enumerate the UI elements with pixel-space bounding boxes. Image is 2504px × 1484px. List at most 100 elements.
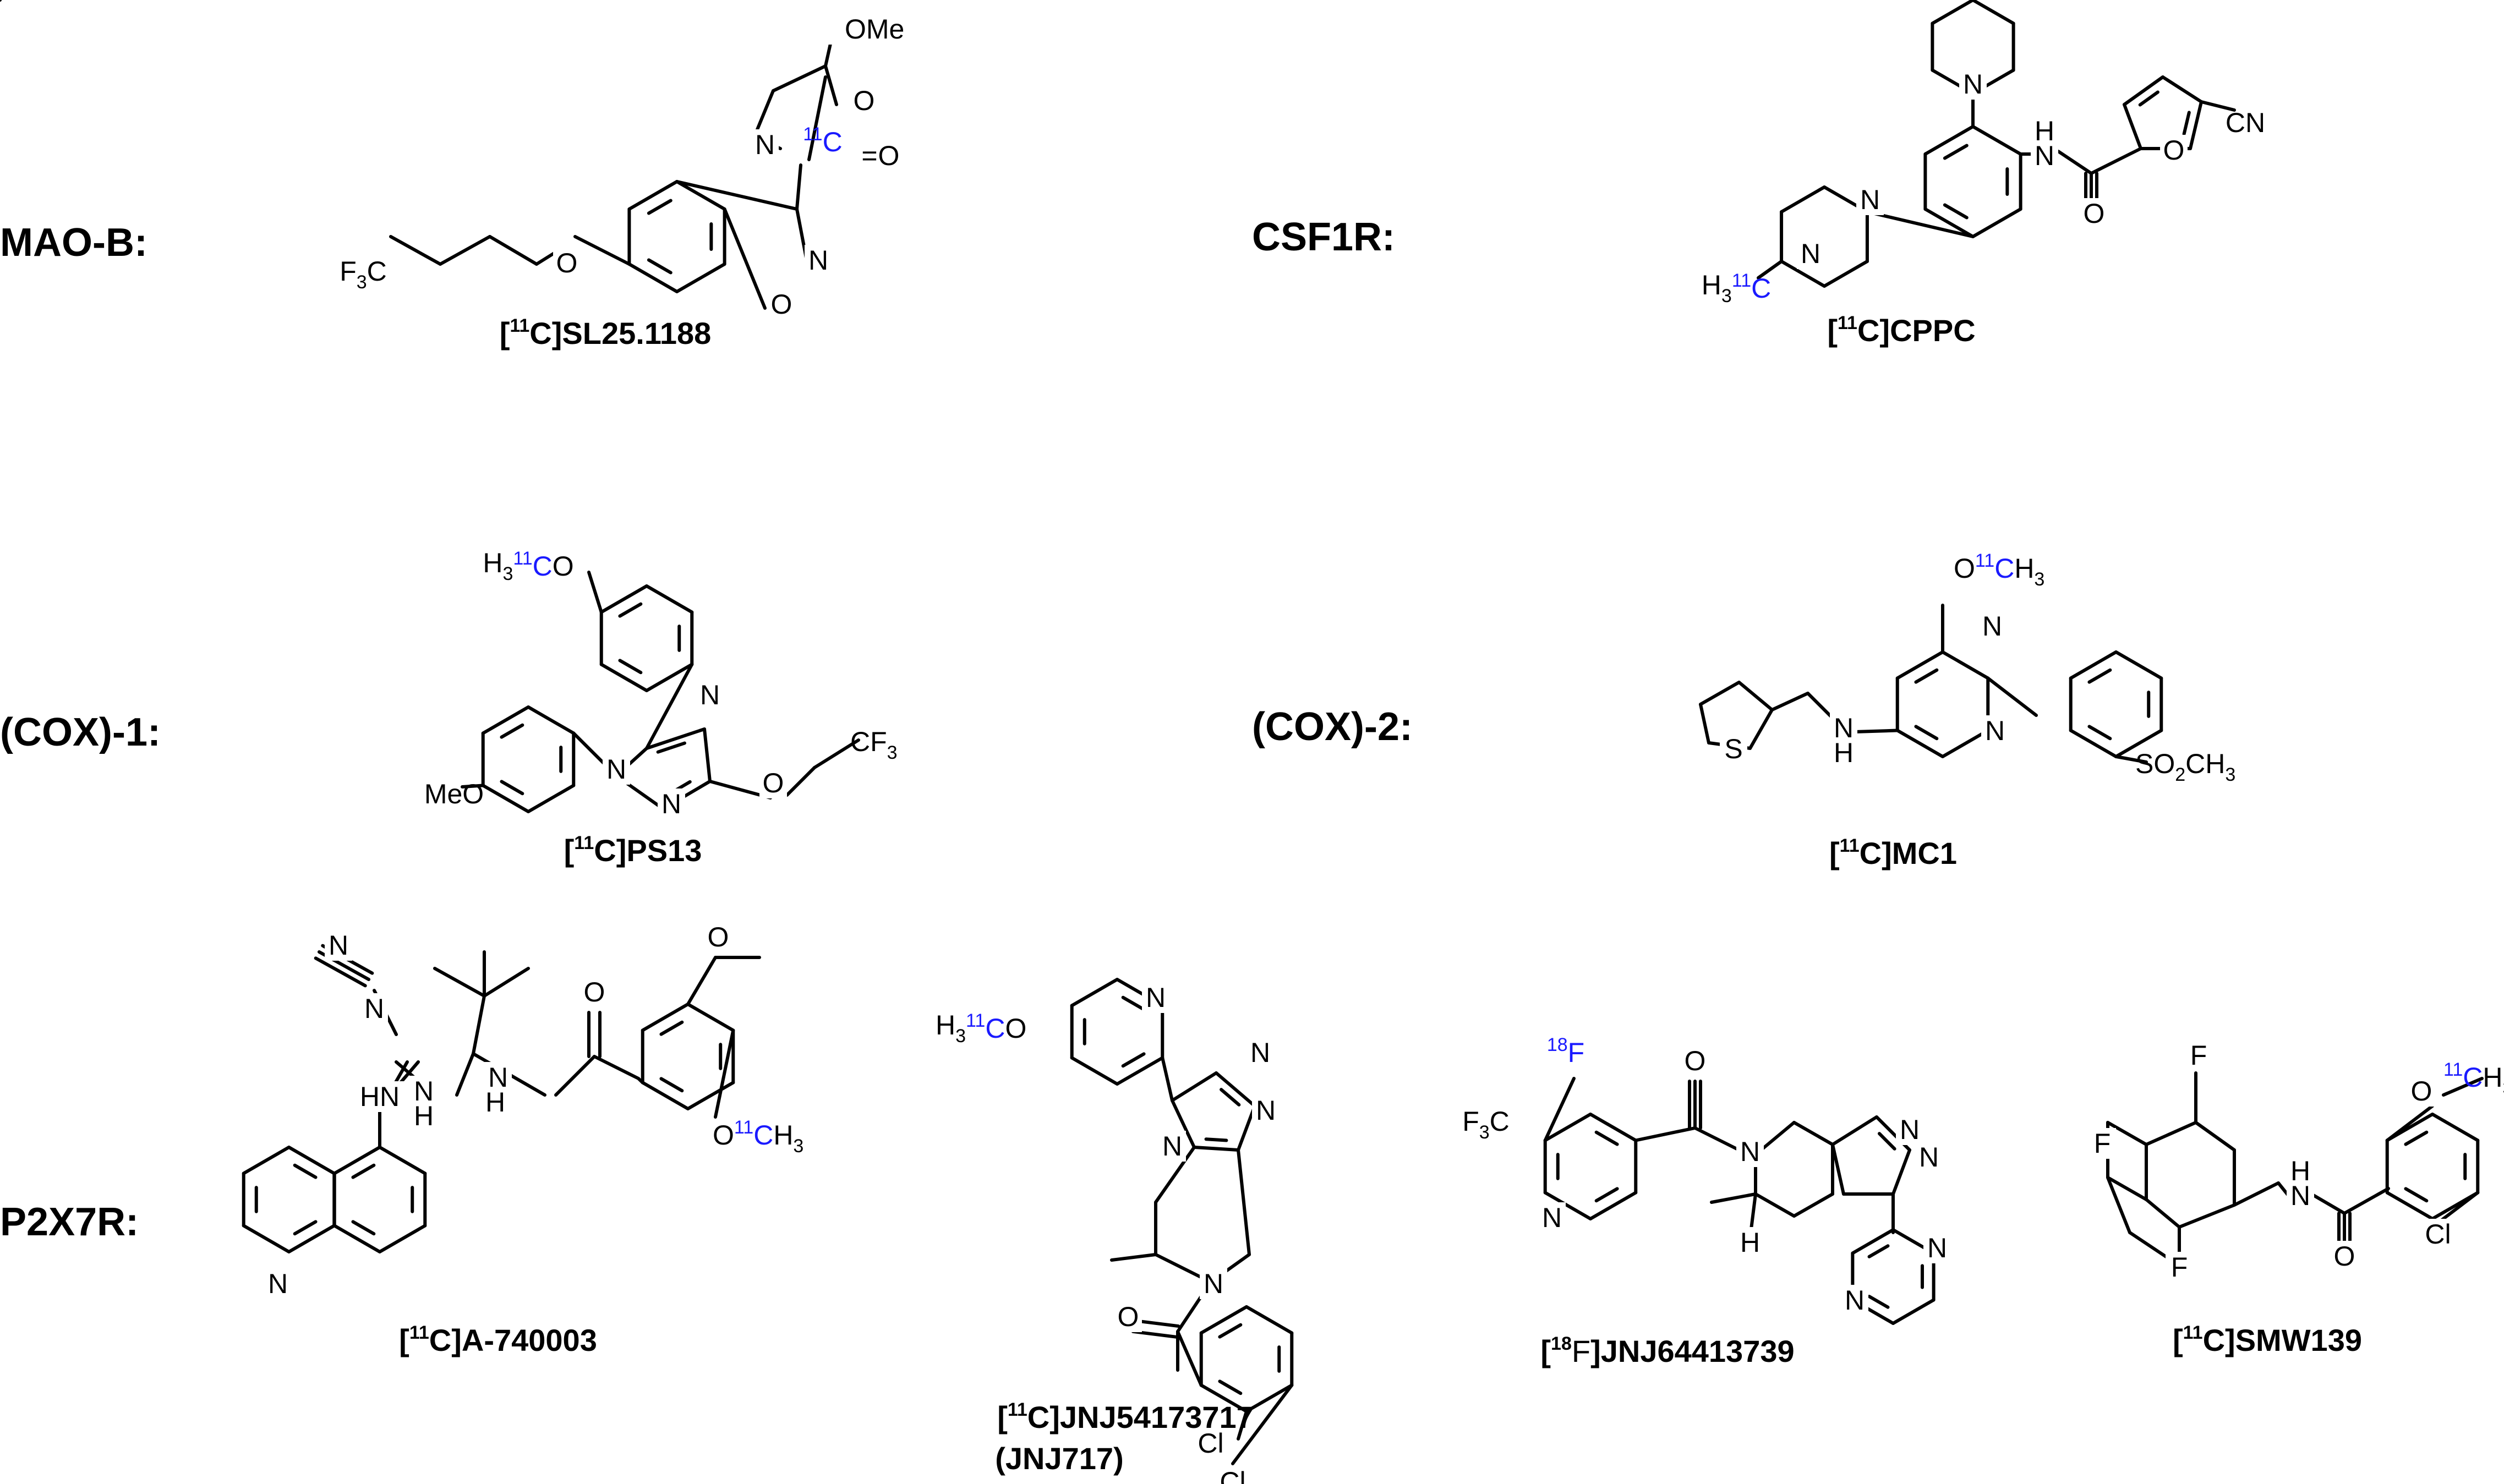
jnj717-pyridine xyxy=(1070,1056,1119,1086)
atom-n-pyrazole-2: N xyxy=(1919,1142,1939,1173)
jnj644-pyrimidine xyxy=(1891,1298,1936,1325)
ps13-aryl-bottom xyxy=(481,784,530,813)
a740-quinoline-b xyxy=(378,1224,427,1253)
atom-o-carbonyl: O xyxy=(878,140,900,171)
atom-11ch3: H311C xyxy=(1702,270,1771,306)
jnj717-triazole xyxy=(1193,1146,1240,1152)
bond xyxy=(433,967,486,998)
bond xyxy=(472,994,486,1055)
caption-sl25-el: C xyxy=(529,316,551,351)
caption-ps13-name: PS13 xyxy=(626,833,702,868)
mc1-pyrimidine xyxy=(1895,729,1944,758)
atom-nh-n: N xyxy=(1834,713,1854,743)
label-knockout xyxy=(264,1268,292,1299)
bond xyxy=(1754,1192,1796,1218)
mc1-thiophene xyxy=(1748,708,1774,750)
atom-o-ether: O xyxy=(763,768,784,798)
label-knockout xyxy=(850,85,878,116)
atom-cf3: F3C xyxy=(1462,1106,1510,1143)
mc1-thiophene xyxy=(1737,681,1774,711)
label-knockout xyxy=(1959,69,1987,100)
bond xyxy=(2106,1176,2131,1234)
bond xyxy=(1161,1056,1174,1102)
atom-n-piperazine: N xyxy=(1204,1268,1223,1299)
double-bond xyxy=(1914,725,1939,741)
mc1-aryl xyxy=(2069,729,2118,758)
jnj717-dichlorophenyl-db xyxy=(1218,1379,1243,1395)
double-bond xyxy=(2138,90,2159,107)
a740-quinoline-a xyxy=(242,1224,291,1253)
bond xyxy=(723,207,767,310)
ps13-aryl-top xyxy=(599,662,648,692)
jnj717-dichlorophenyl xyxy=(1245,1383,1294,1413)
a740-quinoline-b xyxy=(378,1146,427,1175)
bond xyxy=(795,163,802,211)
label-knockout xyxy=(1937,553,1970,584)
jnj717-dichlorophenyl xyxy=(1199,1305,1248,1335)
bond xyxy=(2145,1198,2181,1229)
jnj644-pyrimidine-db xyxy=(1867,1244,1890,1258)
atom-n-pyrazole-1: N xyxy=(1900,1114,1920,1145)
group-label-cox2: (COX)-2: xyxy=(1252,705,1413,749)
caption-sl25-name: SL25.1188 xyxy=(562,316,711,351)
label-knockout xyxy=(2419,1219,2457,1250)
atom-o-methoxy: O xyxy=(708,922,729,952)
bond xyxy=(813,738,860,769)
bond xyxy=(675,180,799,211)
atom-n-quinoline: N xyxy=(268,1268,288,1299)
label-knockout xyxy=(360,993,388,1024)
atom-cl: Cl xyxy=(2425,1219,2451,1250)
atom-n-2: N xyxy=(414,1076,434,1107)
caption-jnj644-name: JNJ64413739 xyxy=(1601,1334,1795,1368)
atom-n-pyrimidine-1: N xyxy=(1927,1233,1947,1263)
caption-mc1-el: C xyxy=(1860,836,1882,870)
bond xyxy=(2194,1121,2236,1152)
bond xyxy=(593,1055,640,1080)
atom-so2ch3: SO2CH3 xyxy=(2135,748,2235,785)
a740-quinoline-a xyxy=(242,1146,291,1175)
bond xyxy=(645,662,694,750)
atom-n-piperazine-4: N xyxy=(1801,238,1820,269)
label-knockout xyxy=(2287,1156,2314,1186)
label-knockout xyxy=(2408,1076,2435,1107)
a740-catechol xyxy=(641,1003,690,1032)
label-knockout xyxy=(2031,116,2058,146)
caption-jnj644-el: F xyxy=(1572,1334,1590,1368)
caption-mc1: [11C]MC1 xyxy=(1829,835,1957,870)
atom-11c-methoxy: H311CO xyxy=(936,1010,1026,1047)
caption-smw139-el: C xyxy=(2203,1323,2225,1357)
label-knockout xyxy=(805,245,832,276)
atom-n-triazole-2: N xyxy=(1256,1095,1276,1126)
bond xyxy=(2106,1121,2148,1146)
label-knockout xyxy=(355,1081,404,1112)
cppc-benzene-db xyxy=(1943,144,1969,160)
atom-cn: CN xyxy=(2226,107,2265,138)
a740-quinoline-a-db xyxy=(293,1220,318,1236)
a740-catechol-db xyxy=(659,1077,684,1093)
atom-nh-n: N xyxy=(2035,140,2054,171)
label-knockout xyxy=(803,14,886,45)
jnj717-dichlorophenyl xyxy=(1199,1383,1248,1413)
smw139-aryl xyxy=(2431,1113,2480,1142)
atom-n-imine: N xyxy=(364,993,384,1024)
atom-n-pyridine: N xyxy=(1542,1202,1562,1233)
caption-cppc-el: C xyxy=(1857,313,1879,348)
bond xyxy=(587,571,603,614)
label-knockout xyxy=(751,129,779,160)
label-knockout xyxy=(2160,135,2188,166)
bond-layer xyxy=(0,0,2484,1465)
atom-n-isoxazole: N xyxy=(808,245,828,276)
label-knockout xyxy=(658,788,685,819)
jnj717-pyridine-db xyxy=(1121,995,1146,1011)
atom-o-methoxy: O xyxy=(2411,1076,2432,1107)
bond xyxy=(1131,1329,1179,1339)
jnj644-pyridine xyxy=(1543,1113,1592,1142)
bond xyxy=(1986,676,2038,717)
bond xyxy=(1693,1126,1741,1152)
cppc-benzene xyxy=(1923,125,1975,156)
ps13-aryl-bottom xyxy=(527,784,576,813)
label-knockout xyxy=(768,289,795,320)
cppc-furan xyxy=(2123,75,2164,106)
label-knockout xyxy=(325,930,352,961)
double-bond xyxy=(1204,1137,1228,1142)
